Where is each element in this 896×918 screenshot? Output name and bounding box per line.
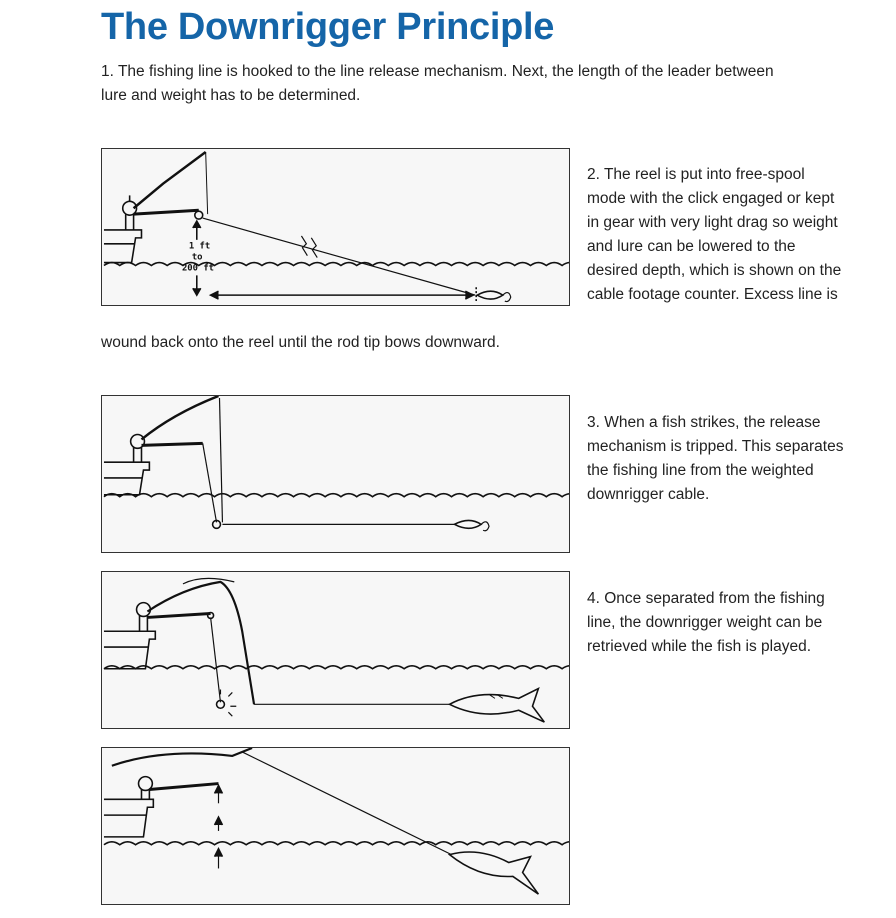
downrigger-boom: [141, 441, 203, 447]
fishing-rod: [111, 748, 253, 767]
fishing-rod: [132, 150, 207, 210]
downrigger-reel: [137, 775, 154, 792]
downrigger-trolling-diagram: [103, 396, 569, 532]
fish: [447, 851, 540, 895]
step-2-text: 2. The reel is put into free-spool mode …: [587, 166, 842, 303]
water-surface: [103, 492, 569, 498]
release-burst: [219, 689, 237, 717]
fish-playing-diagram: [103, 748, 569, 895]
water-surface: [103, 261, 569, 267]
page-title: The Downrigger Principle: [101, 6, 555, 48]
downrigger-reel: [129, 433, 146, 450]
step-3-text: 3. When a fish strikes, the release mech…: [587, 414, 844, 503]
downrigger-cable: [202, 443, 218, 523]
fish-strike-diagram: [103, 577, 569, 723]
lure: [452, 519, 483, 530]
downrigger-boom: [147, 611, 211, 619]
pulley: [194, 210, 204, 220]
illustration-step-3: [101, 395, 570, 553]
depth-label-line1: 1 ft: [189, 242, 210, 252]
boat-hull: [103, 229, 143, 264]
bent-fishing-rod: [146, 580, 256, 705]
illustration-step-4: [101, 571, 570, 729]
fishing-line: [241, 751, 452, 856]
step-4-text: 4. Once separated from the fishing line,…: [587, 590, 825, 655]
fishing-rod: [140, 396, 219, 441]
boat-hull: [103, 630, 157, 670]
boat-hull: [103, 798, 155, 838]
illustration-step-2: 1 ft to 200 ft: [101, 148, 570, 306]
water-surface: [103, 665, 569, 670]
water-surface: [103, 841, 569, 846]
fishing-line: [218, 397, 224, 523]
downrigger-reel: [135, 601, 152, 618]
fish: [447, 686, 545, 723]
step-1-text: 1. The fishing line is hooked to the lin…: [101, 63, 774, 104]
downrigger-cable: [210, 617, 222, 703]
downrigger-weight: [211, 519, 222, 530]
step-2-text-continued: wound back onto the reel until the rod t…: [101, 334, 500, 351]
downrigger-setup-diagram: 1 ft to 200 ft: [103, 150, 569, 304]
illustration-step-5: [101, 747, 570, 905]
lure: [475, 290, 505, 300]
downrigger-boom: [133, 208, 199, 216]
depth-label-line3: 200 ft: [182, 263, 214, 273]
fishing-line: [202, 217, 476, 296]
downrigger-weight: [215, 699, 226, 710]
downrigger-reel: [121, 200, 138, 216]
downrigger-boom: [149, 782, 219, 791]
depth-label-line2: to: [192, 253, 203, 263]
